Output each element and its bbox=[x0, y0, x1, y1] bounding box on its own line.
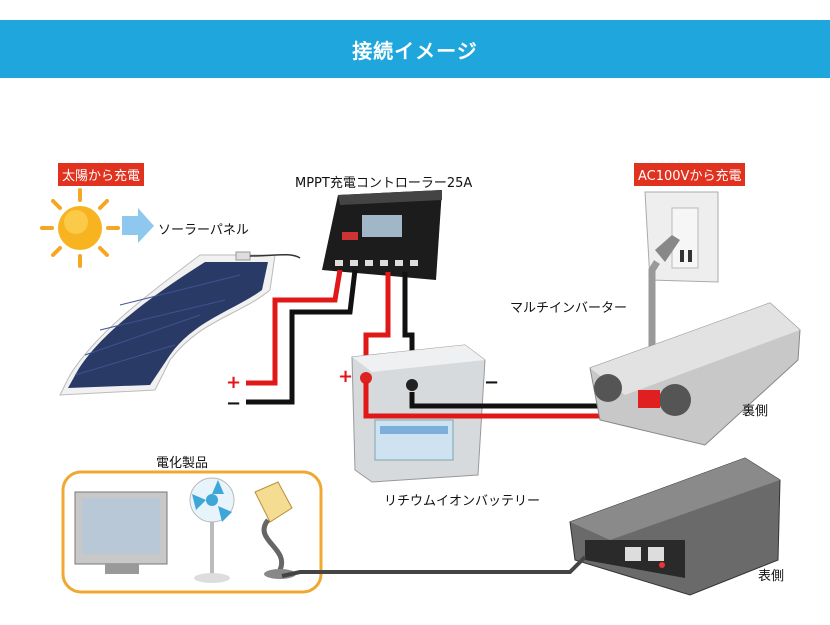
header-banner: 接続イメージ bbox=[0, 20, 830, 78]
battery-positive-wire-top bbox=[363, 272, 391, 375]
battery-plus-sign: + bbox=[338, 366, 354, 387]
wall-outlet-image bbox=[644, 191, 719, 283]
arrow-icon bbox=[122, 208, 154, 243]
front-side-label: 表側 bbox=[758, 569, 785, 584]
solar-panel-label: ソーラーパネル bbox=[158, 223, 249, 238]
battery-minus-sign: − bbox=[484, 372, 500, 393]
ac-cord bbox=[648, 260, 660, 370]
panel-negative-wire bbox=[246, 269, 358, 405]
inverter-back-image bbox=[589, 302, 801, 446]
panel-plus-sign: + bbox=[226, 372, 242, 393]
inverter-positive-wire bbox=[363, 382, 640, 419]
panel-minus-sign: − bbox=[226, 393, 242, 414]
sun-icon bbox=[40, 188, 120, 268]
panel-positive-wire bbox=[246, 269, 343, 386]
solar-panel-image bbox=[59, 251, 301, 396]
inverter-front-image bbox=[569, 457, 781, 596]
tv-icon bbox=[74, 491, 168, 574]
ac-charge-tag: AC100Vから充電 bbox=[634, 163, 746, 186]
solar-charge-tag: 太陽から充電 bbox=[58, 163, 145, 186]
fan-icon bbox=[189, 477, 235, 583]
inverter-label: マルチインバーター bbox=[510, 301, 628, 316]
appliance-cord bbox=[281, 555, 587, 578]
page-title: 接続イメージ bbox=[352, 38, 478, 63]
appliances-label: 電化製品 bbox=[156, 456, 209, 471]
back-side-label: 裏側 bbox=[742, 404, 769, 419]
battery-label: リチウムイオンバッテリー bbox=[384, 494, 541, 509]
controller-label: MPPT充電コントローラー25A bbox=[295, 176, 473, 191]
inverter-negative-wire bbox=[409, 392, 625, 409]
mppt-controller-image bbox=[322, 190, 442, 280]
